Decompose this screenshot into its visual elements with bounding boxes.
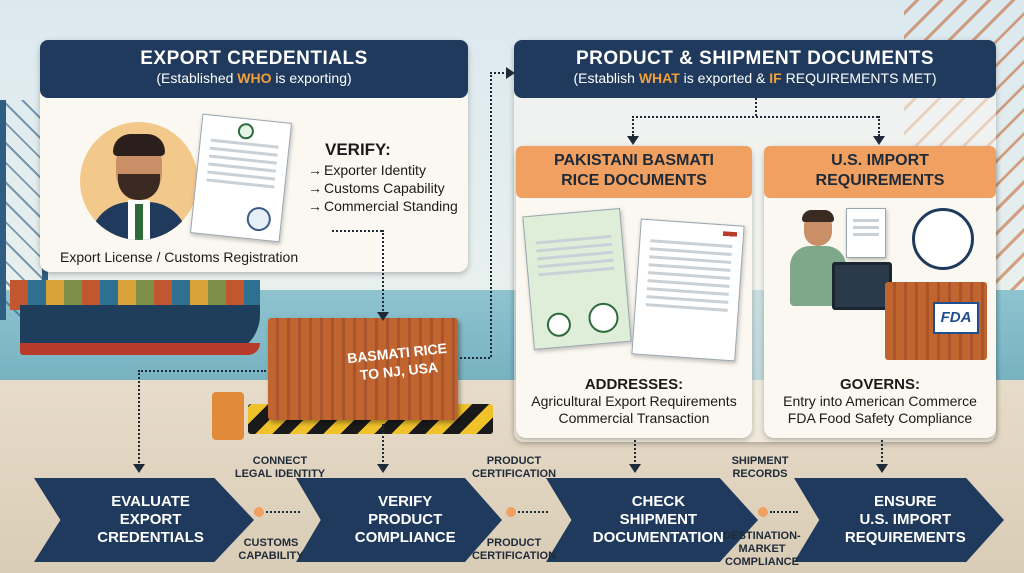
verify-item-customs-capability: →Customs Capability (308, 180, 445, 196)
arrow-down-icon (133, 464, 145, 473)
connector-dot (254, 507, 264, 517)
product-shipment-title: PRODUCT & SHIPMENT DOCUMENTS (575, 48, 935, 69)
export-credentials-subtitle: (Established WHO is exporting) (156, 70, 352, 86)
connector-line (266, 511, 300, 513)
flow-line (490, 72, 492, 357)
arrow-down-icon (377, 464, 389, 473)
scanner-cart-icon (212, 392, 244, 440)
seal-icon (245, 205, 272, 233)
arrow-down-icon (629, 464, 641, 473)
connector-dot (506, 507, 516, 517)
splitter-line (632, 116, 878, 118)
fda-container: FDA (885, 282, 987, 360)
flow-line (460, 357, 490, 359)
export-license-caption: Export License / Customs Registration (60, 249, 299, 265)
governs-line: FDA Food Safety Compliance (787, 410, 973, 426)
arrow-down-icon (627, 136, 639, 145)
arrow-right-icon (506, 67, 515, 79)
flow-line (332, 230, 382, 232)
addresses-line: Agricultural Export Requirements (531, 393, 737, 409)
fda-label: FDA (933, 302, 979, 334)
arrow-right-icon: → (308, 198, 322, 214)
flow-line (138, 370, 266, 372)
usda-organic-icon (545, 311, 572, 338)
export-credentials-banner: EXPORT CREDENTIALS (Established WHO is e… (40, 40, 468, 98)
arrow-down-icon (876, 464, 888, 473)
governs-label: GOVERNS: (839, 376, 920, 393)
connector-dot (758, 507, 768, 517)
connector-line (770, 511, 798, 513)
arrow-down-icon (873, 136, 885, 145)
cargo-ship (20, 305, 260, 355)
flow-line (881, 440, 883, 466)
governs-line: Entry into American Commerce (783, 393, 977, 409)
splitter-line (878, 116, 880, 136)
export-credentials-title: EXPORT CREDENTIALS (140, 48, 368, 69)
emblem-icon (237, 122, 255, 141)
phytosanitary-certificate (522, 207, 632, 351)
import-document (846, 208, 886, 258)
flow-line (138, 370, 140, 466)
verify-item-exporter-identity: →Exporter Identity (308, 162, 426, 178)
arrow-right-icon: → (308, 162, 322, 178)
verify-heading: VERIFY: (325, 140, 391, 159)
computer-monitor (832, 262, 892, 310)
product-shipment-subtitle: (Establish WHAT is exported & IF REQUIRE… (573, 70, 937, 86)
product-shipment-banner: PRODUCT & SHIPMENT DOCUMENTS (Establish … (514, 40, 996, 98)
customs-border-protection-seal-icon (912, 208, 974, 270)
connector-line (518, 511, 548, 513)
splitter-line (755, 98, 757, 116)
leaf-seal-icon (587, 301, 620, 335)
export-license-document (189, 113, 293, 243)
flow-line (382, 424, 384, 466)
addresses-line: Commercial Transaction (558, 410, 710, 426)
arrow-right-icon: → (308, 180, 322, 196)
flow-line (382, 230, 384, 314)
pk-docs-addresses: ADDRESSES: Agricultural Export Requireme… (516, 376, 752, 427)
flow-line (490, 72, 508, 74)
arrow-down-icon (377, 312, 389, 321)
splitter-line (632, 116, 634, 136)
us-flag-icon (722, 231, 738, 242)
flow-line (634, 440, 636, 466)
exporter-avatar (80, 122, 198, 240)
commercial-invoice (631, 218, 745, 362)
addresses-label: ADDRESSES: (584, 376, 684, 393)
verify-item-commercial-standing: →Commercial Standing (308, 198, 458, 214)
us-reqs-governs: GOVERNS: Entry into American Commerce FD… (764, 376, 996, 427)
